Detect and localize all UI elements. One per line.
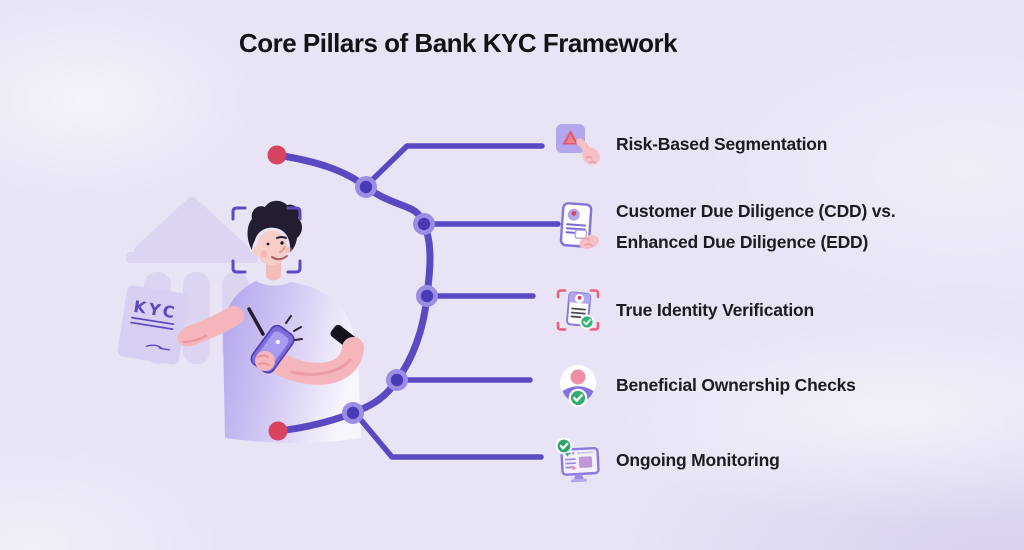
pillar-beneficial-ownership-checks: Beneficial Ownership Checks xyxy=(551,358,856,412)
pillar-label: Ongoing Monitoring xyxy=(616,449,780,470)
arc-node xyxy=(413,213,435,235)
kyc-arc xyxy=(267,143,561,460)
document-hand-icon xyxy=(559,202,599,249)
arc-endpoint-dot xyxy=(268,421,288,441)
pillar-ongoing-monitoring: Ongoing Monitoring xyxy=(551,433,780,487)
arc-node xyxy=(416,285,438,307)
pillar-true-identity-verification: True Identity Verification xyxy=(551,283,814,337)
arc-node xyxy=(386,369,408,391)
pillar-cdd-vs-edd: Customer Due Diligence (CDD) vs. Enhance… xyxy=(551,196,896,258)
pillar-label: Beneficial Ownership Checks xyxy=(616,374,856,395)
pillar-label-line-1: Customer Due Diligence (CDD) vs. xyxy=(616,201,896,221)
identity-scan-check-icon xyxy=(556,289,600,331)
pillar-risk-based-segmentation: Risk-Based Segmentation xyxy=(551,117,827,171)
monitor-check-icon xyxy=(555,437,600,483)
arc-node xyxy=(355,176,377,198)
arc-node xyxy=(342,402,364,424)
connector-line xyxy=(358,417,544,460)
arc-endpoint-dot xyxy=(267,145,287,165)
kyc-document: KYC xyxy=(117,285,189,365)
risk-warning-tap-icon xyxy=(556,124,600,165)
pillar-label: Risk-Based Segmentation xyxy=(616,133,828,154)
pillar-label-line-2: Enhanced Due Diligence (EDD) xyxy=(616,232,869,252)
connector-line xyxy=(367,143,545,185)
pillar-label: True Identity Verification xyxy=(616,299,815,320)
person-verified-icon xyxy=(560,365,596,408)
person-illustration xyxy=(177,200,364,443)
focus-frame-icon xyxy=(231,206,302,274)
page-title: Core Pillars of Bank KYC Framework xyxy=(238,28,678,58)
